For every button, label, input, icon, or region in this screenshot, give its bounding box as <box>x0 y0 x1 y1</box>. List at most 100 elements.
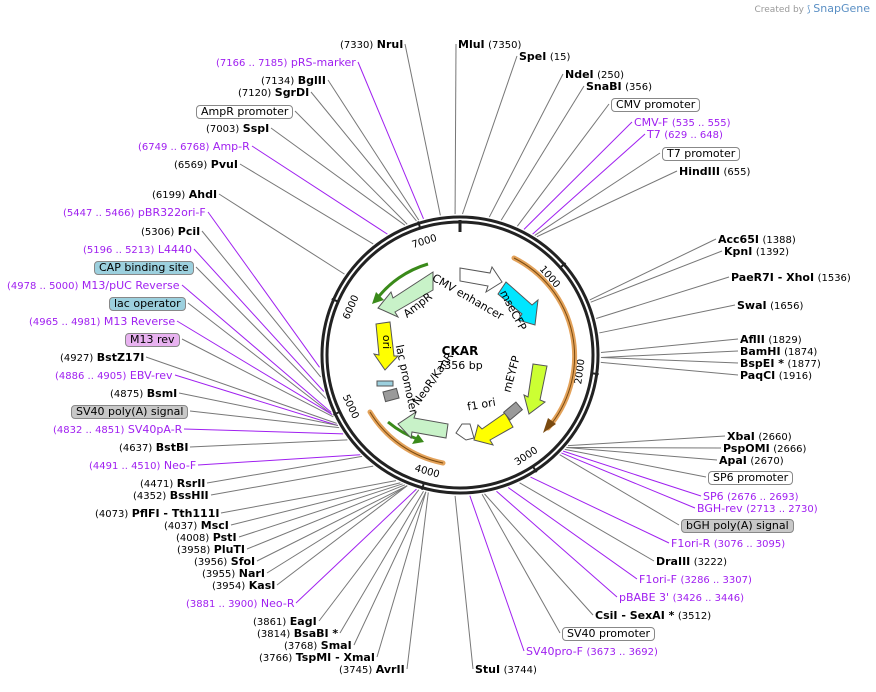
label-bstbi[interactable]: (4637) BstBI <box>119 441 188 455</box>
label-bsabi[interactable]: (3814) BsaBI * <box>257 627 338 641</box>
label-m13rev[interactable]: M13 rev <box>125 333 180 347</box>
label-kasi[interactable]: (3954) KasI <box>212 579 275 593</box>
site-position: (4965 .. 4981) <box>29 317 101 328</box>
label-ampr[interactable]: (6749 .. 6768) Amp-R <box>138 140 250 154</box>
label-t7[interactable]: T7 (629 .. 648) <box>647 128 723 142</box>
label-bgh[interactable]: BGH-rev (2713 .. 2730) <box>697 502 818 516</box>
label-kpni[interactable]: KpnI (1392) <box>724 245 789 259</box>
label-neor[interactable]: (3881 .. 3900) Neo-R <box>186 597 294 611</box>
label-pluti[interactable]: (3958) PluTI <box>177 543 245 557</box>
label-t7prom[interactable]: T7 promoter <box>662 147 741 161</box>
label-bamhi[interactable]: BamHI (1874) <box>740 345 817 359</box>
leader-swai <box>599 304 736 334</box>
label-stui[interactable]: StuI (3744) <box>475 663 537 677</box>
label-ahdi[interactable]: (6199) AhdI <box>152 188 217 202</box>
label-snabi[interactable]: SnaBI (356) <box>586 80 652 94</box>
label-sfoi[interactable]: (3956) SfoI <box>194 555 255 569</box>
label-afliii[interactable]: AflII (1829) <box>740 333 802 347</box>
label-psti[interactable]: (4008) PstI <box>176 531 237 545</box>
label-ebv[interactable]: (4886 .. 4905) EBV-rev <box>55 369 173 383</box>
leader-nari <box>266 485 408 574</box>
label-acc65i[interactable]: Acc65I (1388) <box>718 233 796 247</box>
label-bglii[interactable]: (7134) BglII <box>261 74 326 88</box>
f1ori-arrow <box>473 412 514 446</box>
site-position: (3076 .. 3095) <box>713 539 786 550</box>
label-pvui[interactable]: (6569) PvuI <box>174 158 238 172</box>
label-mlui[interactable]: MluI (7350) <box>458 38 521 52</box>
site-position: (655) <box>723 167 751 178</box>
label-bstz[interactable]: (4927) BstZ17I <box>60 351 144 365</box>
label-nrui[interactable]: (7330) NruI <box>340 38 403 52</box>
label-pspomi[interactable]: PspOMI (2666) <box>723 442 806 456</box>
label-cmvf[interactable]: CMV-F (535 .. 555) <box>634 116 731 130</box>
leader-avrii <box>406 492 429 670</box>
leader-ahdi <box>218 193 345 275</box>
label-bsmi[interactable]: (4875) BsmI <box>110 387 177 401</box>
label-sgrdi[interactable]: (7120) SgrDI <box>238 86 309 100</box>
leader-eagi <box>318 489 420 622</box>
leader-acc65i <box>589 238 717 301</box>
label-csii[interactable]: CsiI - SexAI * (3512) <box>595 609 711 623</box>
label-ndei[interactable]: NdeI (250) <box>565 68 624 82</box>
label-l4440[interactable]: (5196 .. 5213) L4440 <box>83 243 192 257</box>
feature-name: SV40 poly(A) signal <box>76 405 184 418</box>
leader-paer7i <box>596 276 730 319</box>
label-smai[interactable]: (3768) SmaI <box>284 639 352 653</box>
label-pbr[interactable]: (5447 .. 5466) pBR322ori-F <box>63 206 206 220</box>
site-position: (7166 .. 7185) <box>216 58 288 69</box>
primer-name: L4440 <box>157 243 193 256</box>
site-position: (5306) <box>141 227 175 238</box>
label-ampprom[interactable]: AmpR promoter <box>196 105 294 119</box>
label-neof[interactable]: (4491 .. 4510) Neo-F <box>89 459 196 473</box>
label-sp6[interactable]: SP6 (2676 .. 2693) <box>703 490 799 504</box>
label-avrii[interactable]: (3745) AvrII <box>339 663 405 677</box>
primer-name: pBABE 3' <box>619 591 670 604</box>
label-sv40prom[interactable]: SV40 promoter <box>562 627 656 641</box>
leader-pcii <box>201 230 322 378</box>
label-xbai[interactable]: XbaI (2660) <box>727 430 792 444</box>
enzyme-name: TspMI - XmaI <box>295 651 375 664</box>
label-sspi[interactable]: (7003) SspI <box>206 122 269 136</box>
cmv-arc-head <box>543 418 556 433</box>
label-spei[interactable]: SpeI (15) <box>519 50 570 64</box>
label-pflfi[interactable]: (4073) PflFI - Tth111I <box>95 507 219 521</box>
label-sv40par[interactable]: (4832 .. 4851) SV40pA-R <box>53 423 182 437</box>
label-paer7i[interactable]: PaeR7I - XhoI (1536) <box>731 271 851 285</box>
label-prs[interactable]: (7166 .. 7185) pRS-marker <box>216 56 356 70</box>
label-nari[interactable]: (3955) NarI <box>202 567 265 581</box>
label-eagi[interactable]: (3861) EagI <box>253 615 317 629</box>
label-cap[interactable]: CAP binding site <box>94 261 194 275</box>
enzyme-name: PciI <box>177 225 201 238</box>
primer-name: M13 Reverse <box>103 315 176 328</box>
label-swai[interactable]: SwaI (1656) <box>737 299 803 313</box>
label-bghpa[interactable]: bGH poly(A) signal <box>681 519 794 533</box>
ring-tick-label: 7000 <box>411 233 439 251</box>
label-hindiii[interactable]: HindIII (655) <box>679 165 750 179</box>
enzyme-name: BspEI * <box>740 357 784 370</box>
label-pbabe[interactable]: pBABE 3' (3426 .. 3446) <box>619 591 744 605</box>
site-position: (3881 .. 3900) <box>186 599 258 610</box>
label-apai[interactable]: ApaI (2670) <box>719 454 784 468</box>
leader-l4440 <box>193 248 325 392</box>
enzyme-name: PaeR7I - XhoI <box>731 271 815 284</box>
label-msci[interactable]: (4037) MscI <box>164 519 229 533</box>
ring-tick <box>531 465 538 473</box>
label-lacop[interactable]: lac operator <box>109 297 186 311</box>
label-m13r[interactable]: (4965 .. 4981) M13 Reverse <box>29 315 175 329</box>
label-tspmi[interactable]: (3766) TspMI - XmaI <box>259 651 375 665</box>
leader-lacop <box>187 302 333 415</box>
label-bspei[interactable]: BspEI * (1877) <box>740 357 821 371</box>
label-pcii[interactable]: (5306) PciI <box>141 225 200 239</box>
label-f1orir[interactable]: F1ori-R (3076 .. 3095) <box>671 537 785 551</box>
label-m13puc[interactable]: (4978 .. 5000) M13/pUC Reverse <box>7 279 180 293</box>
label-sv40pa[interactable]: SV40 poly(A) signal <box>71 405 189 419</box>
label-paqci[interactable]: PaqCI (1916) <box>740 369 812 383</box>
label-sp6prom[interactable]: SP6 promoter <box>708 471 794 485</box>
label-cmvprom[interactable]: CMV promoter <box>611 98 701 112</box>
ring-tick <box>559 262 567 269</box>
label-rsrii[interactable]: (4471) RsrII <box>140 477 205 491</box>
label-draiii[interactable]: DraIII (3222) <box>656 555 727 569</box>
label-sv40f[interactable]: SV40pro-F (3673 .. 3692) <box>526 645 658 659</box>
label-f1orif[interactable]: F1ori-F (3286 .. 3307) <box>639 573 752 587</box>
label-bsshii[interactable]: (4352) BssHII <box>133 489 209 503</box>
